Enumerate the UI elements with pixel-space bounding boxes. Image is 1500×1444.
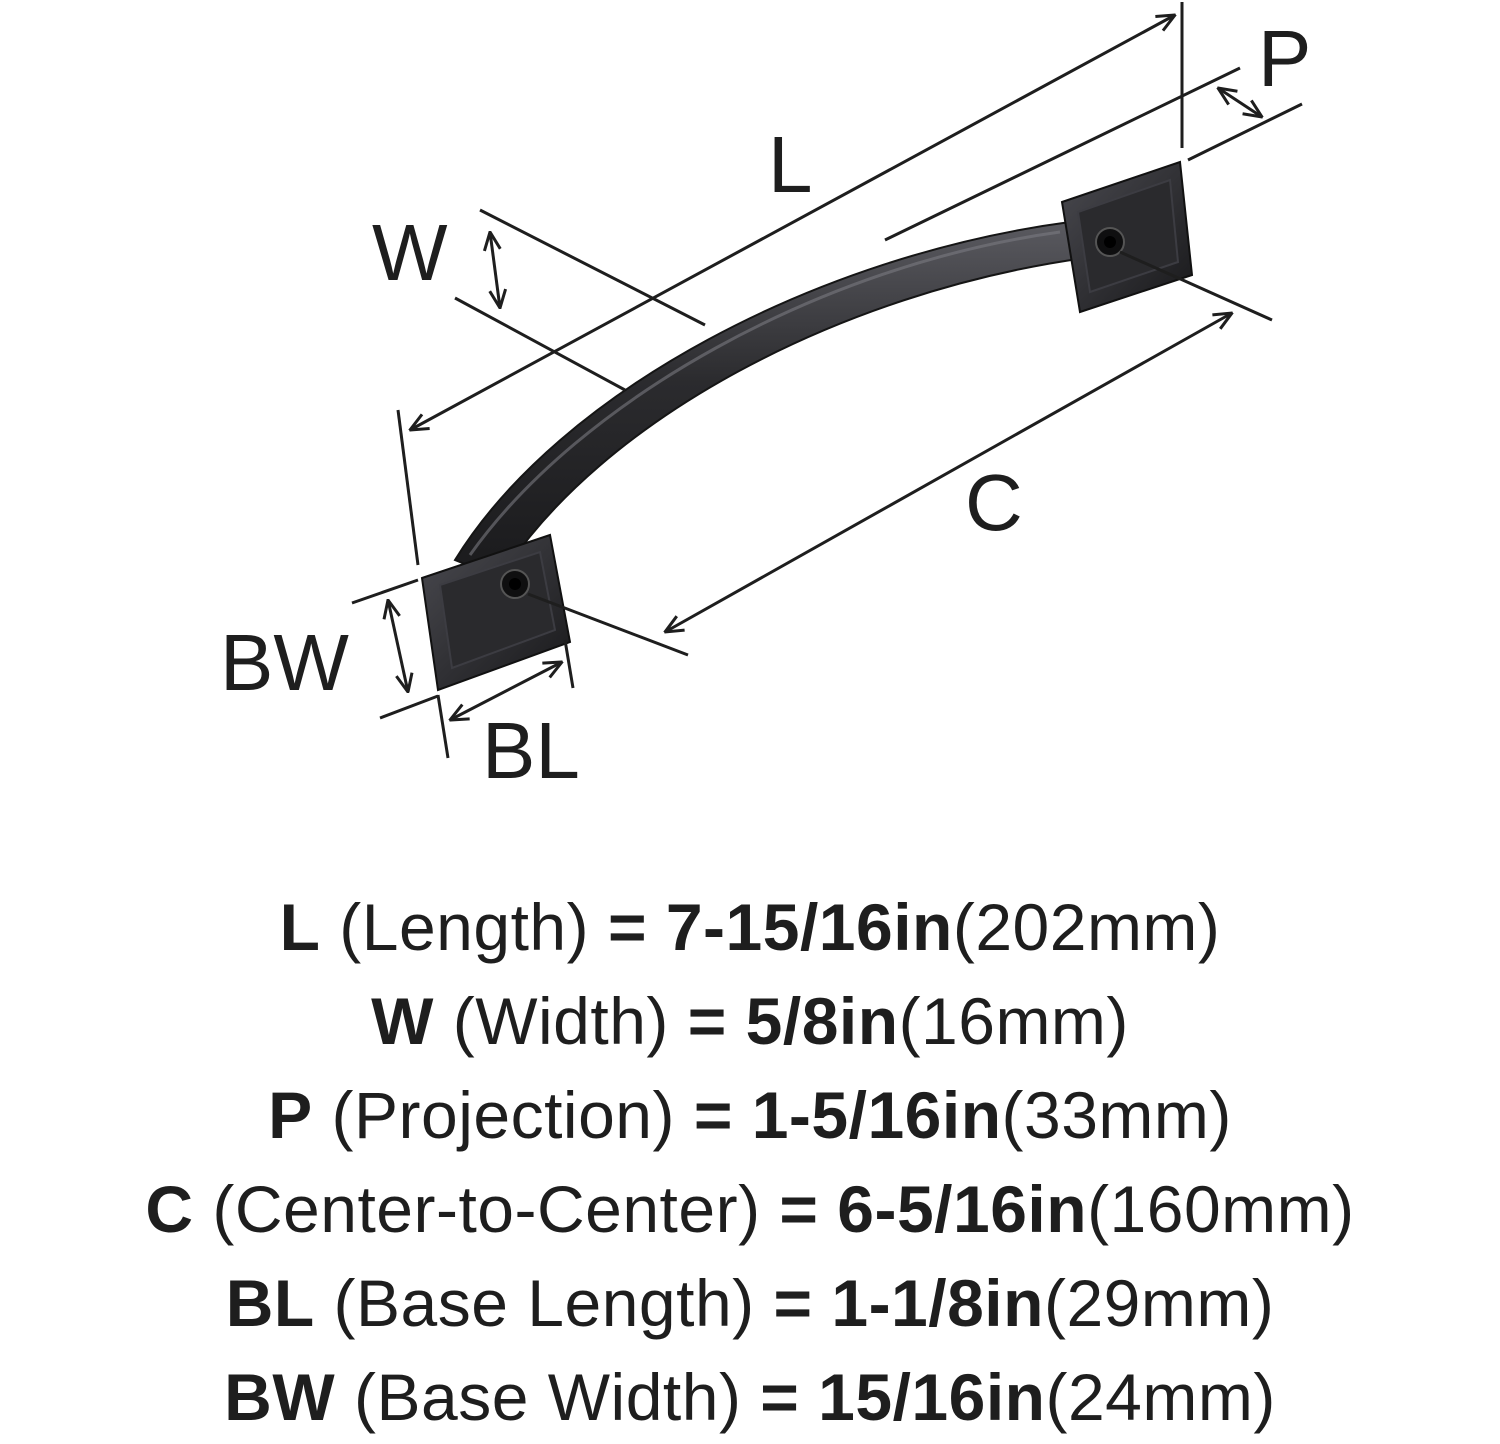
spec-inches: 1-5/16in bbox=[751, 1078, 1002, 1152]
spec-code: W bbox=[371, 984, 434, 1058]
base-width-extension-bottom bbox=[379, 694, 439, 720]
spec-equals: = bbox=[693, 1078, 733, 1152]
spec-projection: P (Projection) = 1-5/16in(33mm) bbox=[0, 1068, 1500, 1162]
center-dimension-arrow bbox=[665, 313, 1232, 632]
dimension-spec-list: L (Length) = 7-15/16in(202mm) W (Width) … bbox=[0, 880, 1500, 1444]
label-BL: BL bbox=[482, 706, 580, 795]
spec-mm: (160mm) bbox=[1087, 1172, 1355, 1246]
base-length-extension-left bbox=[436, 694, 450, 759]
spec-equals: = bbox=[779, 1172, 819, 1246]
spec-length: L (Length) = 7-15/16in(202mm) bbox=[0, 880, 1500, 974]
label-BW: BW bbox=[220, 618, 349, 707]
spec-equals: = bbox=[607, 890, 647, 964]
length-dimension-arrow bbox=[410, 15, 1175, 430]
projection-extension-top bbox=[884, 66, 1241, 242]
projection-dimension-arrow bbox=[1218, 88, 1262, 117]
length-extension-left bbox=[396, 409, 420, 566]
spec-base-width: BW (Base Width) = 15/16in(24mm) bbox=[0, 1350, 1500, 1444]
label-W: W bbox=[372, 208, 448, 297]
spec-inches: 7-15/16in bbox=[665, 890, 953, 964]
spec-mm: (24mm) bbox=[1045, 1360, 1276, 1434]
spec-equals: = bbox=[773, 1266, 813, 1340]
base-length-dimension-arrow bbox=[450, 662, 562, 720]
spec-base-length: BL (Base Length) = 1-1/8in(29mm) bbox=[0, 1256, 1500, 1350]
spec-equals: = bbox=[687, 984, 727, 1058]
spec-name: (Width) bbox=[452, 984, 669, 1058]
spec-code: BL bbox=[225, 1266, 315, 1340]
label-C: C bbox=[965, 458, 1023, 547]
spec-code: BW bbox=[224, 1360, 336, 1434]
spec-inches: 5/8in bbox=[745, 984, 899, 1058]
spec-code: C bbox=[145, 1172, 194, 1246]
dimension-lines bbox=[351, 2, 1303, 759]
spec-name: (Base Length) bbox=[333, 1266, 755, 1340]
left-base bbox=[420, 533, 572, 692]
spec-center-to-center: C (Center-to-Center) = 6-5/16in(160mm) bbox=[0, 1162, 1500, 1256]
spec-code: P bbox=[268, 1078, 313, 1152]
width-extension-bottom bbox=[454, 296, 626, 392]
width-extension-top bbox=[479, 208, 706, 327]
label-P: P bbox=[1258, 14, 1311, 103]
spec-mm: (202mm) bbox=[952, 890, 1221, 964]
spec-equals: = bbox=[760, 1360, 800, 1434]
spec-width: W (Width) = 5/8in(16mm) bbox=[0, 974, 1500, 1068]
spec-name: (Center-to-Center) bbox=[212, 1172, 761, 1246]
spec-name: (Length) bbox=[339, 890, 590, 964]
center-line-right bbox=[1119, 250, 1273, 322]
spec-inches: 6-5/16in bbox=[837, 1172, 1088, 1246]
spec-mm: (29mm) bbox=[1043, 1266, 1275, 1340]
spec-inches: 1-1/8in bbox=[831, 1266, 1044, 1340]
center-line-left bbox=[527, 592, 689, 657]
cabinet-pull-handle bbox=[420, 160, 1194, 692]
base-length-extension-right bbox=[563, 639, 575, 689]
spec-name: (Projection) bbox=[331, 1078, 675, 1152]
projection-extension-bottom bbox=[1187, 102, 1303, 162]
spec-mm: (16mm) bbox=[898, 984, 1129, 1058]
right-base bbox=[1060, 160, 1194, 314]
width-dimension-arrow bbox=[490, 232, 500, 308]
spec-name: (Base Width) bbox=[353, 1360, 742, 1434]
label-L: L bbox=[768, 120, 813, 209]
base-width-dimension-arrow bbox=[388, 600, 408, 692]
spec-mm: (33mm) bbox=[1001, 1078, 1232, 1152]
handle-dimension-diagram: L W P C BW BL bbox=[220, 2, 1311, 795]
base-width-extension-top bbox=[351, 578, 419, 605]
spec-inches: 15/16in bbox=[818, 1360, 1046, 1434]
spec-code: L bbox=[279, 890, 321, 964]
